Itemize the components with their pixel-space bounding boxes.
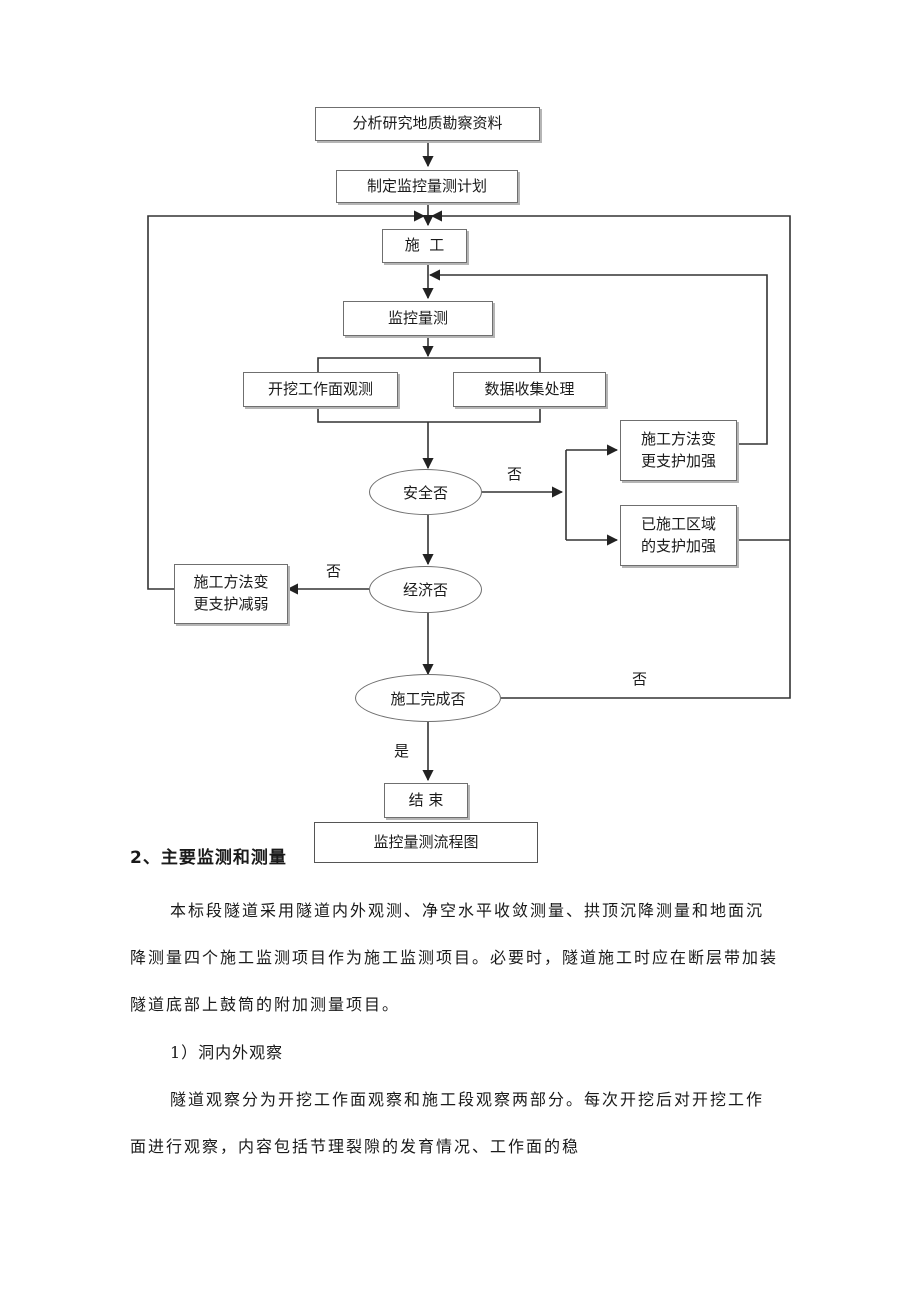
data-processing-box: 数据收集处理 <box>453 372 606 407</box>
no-label-safe: 否 <box>507 465 523 483</box>
method-strengthen-label: 施工方法变 更支护加强 <box>640 429 716 470</box>
sub-heading: 1）洞内外观察 <box>170 1043 284 1062</box>
section-heading: 2、主要监测和测量 <box>130 848 287 868</box>
flowchart-caption: 监控量测流程图 <box>314 822 538 863</box>
monitor-label: 监控量测 <box>387 308 448 327</box>
paragraph-1-line-2: 降测量四个施工监测项目作为施工监测项目。必要时，隧道施工时应在断层带加装 <box>130 948 779 967</box>
economy-decision: 经济否 <box>369 566 482 613</box>
area-strengthen-box: 已施工区域 的支护加强 <box>620 505 737 566</box>
paragraph-2-line-2: 面进行观察，内容包括节理裂隙的发育情况、工作面的稳 <box>130 1137 581 1156</box>
paragraph-1-line-1: 本标段隧道采用隧道内外观测、净空水平收敛测量、拱顶沉降测量和地面沉 <box>170 901 765 920</box>
method-weaken-label: 施工方法变 更支护减弱 <box>193 573 269 613</box>
end-label: 结 束 <box>408 790 444 809</box>
safe-decision: 安全否 <box>369 469 482 515</box>
safe-decision-label: 安全否 <box>402 483 448 502</box>
method-strengthen-box: 施工方法变 更支护加强 <box>620 420 737 481</box>
face-observation-label: 开挖工作面观测 <box>267 379 373 398</box>
analyze-box: 分析研究地质勘察资料 <box>315 107 540 141</box>
economy-decision-label: 经济否 <box>402 581 448 599</box>
plan-label: 制定监控量测计划 <box>366 176 487 195</box>
complete-decision-label: 施工完成否 <box>390 689 466 708</box>
face-observation-box: 开挖工作面观测 <box>243 372 398 407</box>
complete-decision: 施工完成否 <box>355 674 501 722</box>
area-strengthen-label: 已施工区域 的支护加强 <box>640 514 716 555</box>
analyze-label: 分析研究地质勘察资料 <box>352 114 503 133</box>
flowchart-caption-label: 监控量测流程图 <box>373 832 479 851</box>
no-label-complete: 否 <box>632 670 648 688</box>
paragraph-1-line-3: 隧道底部上鼓筒的附加测量项目。 <box>130 995 401 1014</box>
yes-label-complete: 是 <box>394 742 410 760</box>
monitor-box: 监控量测 <box>343 301 493 336</box>
data-processing-label: 数据收集处理 <box>484 379 575 398</box>
paragraph-2-line-1: 隧道观察分为开挖工作面观察和施工段观察两部分。每次开挖后对开挖工作 <box>170 1090 765 1109</box>
method-weaken-box: 施工方法变 更支护减弱 <box>174 564 288 624</box>
construct-box: 施 工 <box>382 229 467 263</box>
construct-label: 施 工 <box>404 236 445 255</box>
no-label-economy: 否 <box>326 562 342 580</box>
end-box: 结 束 <box>384 783 468 818</box>
plan-box: 制定监控量测计划 <box>336 170 518 203</box>
